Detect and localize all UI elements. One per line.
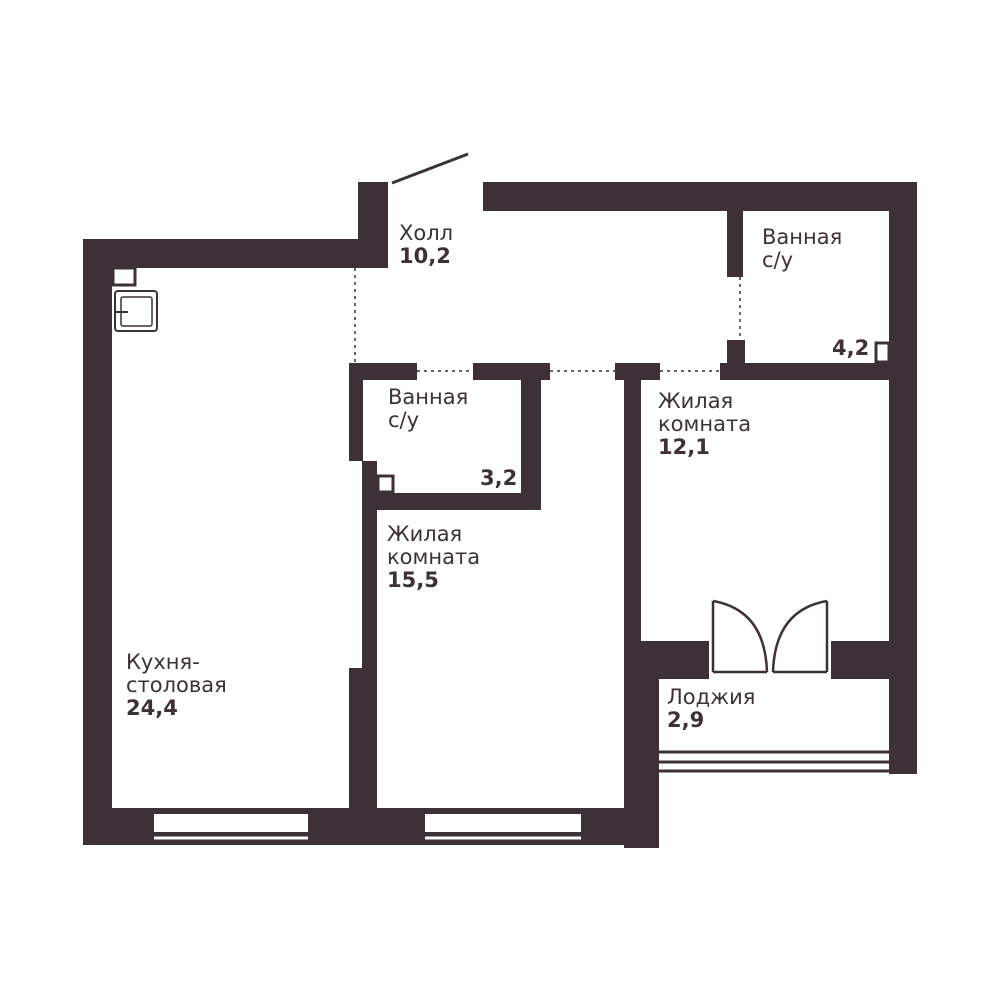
room-name: Ванная с/у	[762, 225, 843, 273]
room-name: Лоджия	[667, 685, 756, 709]
room-name: Кухня- столовая	[126, 650, 227, 698]
wall-kitchen-divider-lower	[349, 668, 377, 828]
room-name: Жилая комната	[387, 522, 481, 570]
wall-top-left	[83, 239, 388, 268]
room-area: 15,5	[387, 568, 439, 593]
room-living-15: Жилая комната 15,5	[387, 522, 481, 593]
room-bath-mid-area: 3,2	[480, 466, 518, 490]
sink-icon	[114, 290, 158, 332]
room-name: Жилая комната	[658, 389, 752, 437]
room-area: 24,4	[126, 696, 178, 721]
room-area: 10,2	[399, 244, 451, 269]
wall-bath-top-left-upper	[727, 211, 743, 277]
room-bath-mid: Ванная с/у	[388, 385, 469, 433]
room-area: 3,2	[480, 466, 518, 490]
wall-bath-top-bottom	[720, 363, 889, 380]
window-loggia	[659, 750, 889, 773]
wall-left	[83, 239, 112, 845]
room-name: Холл	[399, 221, 454, 245]
room-area: 2,9	[667, 708, 705, 733]
wall-rooms-divider	[624, 363, 641, 458]
vent-shaft-kitchen	[111, 266, 137, 287]
wall-bath-mid-right	[521, 363, 541, 510]
room-loggia: Лоджия 2,9	[667, 685, 756, 733]
wall-right	[889, 182, 917, 774]
vent-shaft-bath-mid	[376, 474, 395, 494]
wall-bath-mid-bottom	[377, 493, 541, 510]
room-area: 12,1	[658, 435, 710, 460]
wall-rooms-divider-lower	[624, 458, 641, 848]
window-room-15	[425, 814, 581, 832]
zone-borders	[354, 268, 741, 372]
wall-kitchen-divider-mid	[362, 461, 377, 668]
fixtures	[111, 266, 891, 494]
room-name: Ванная с/у	[388, 385, 469, 433]
loggia-door	[711, 599, 829, 674]
wall-kitchen-divider-upper	[349, 363, 363, 461]
room-bath-top-area: 4,2	[832, 336, 870, 360]
wall-loggia-top-right	[831, 641, 889, 679]
wall-loggia-left	[641, 641, 659, 848]
window-kitchen	[154, 814, 308, 832]
room-area: 4,2	[832, 336, 870, 360]
room-living-12: Жилая комната 12,1	[658, 389, 752, 460]
doors	[391, 152, 829, 674]
vent-shaft-bath-top	[874, 341, 891, 364]
wall-bath-mid-top-left	[349, 363, 417, 380]
room-hall: Холл 10,2	[399, 221, 454, 269]
wall-top-right	[483, 182, 917, 211]
windows	[154, 750, 889, 840]
room-bath-top: Ванная с/у	[762, 225, 843, 273]
walls	[83, 182, 917, 848]
entry-door	[391, 152, 469, 185]
room-kitchen: Кухня- столовая 24,4	[126, 650, 227, 721]
